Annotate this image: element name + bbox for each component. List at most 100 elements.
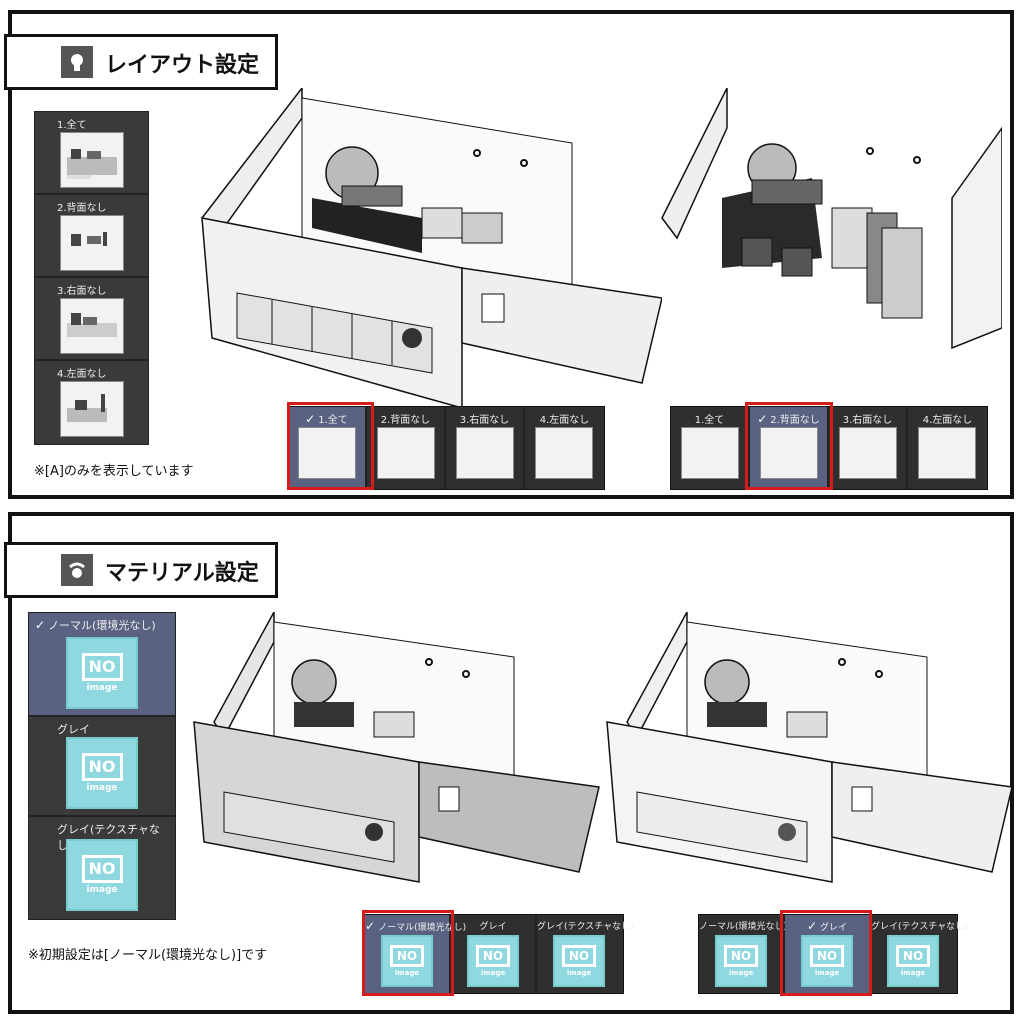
no-image-subtext: image [86,783,118,793]
no-image-subtext: image [480,969,506,977]
no-image-placeholder: NO image [887,935,939,987]
no-image-placeholder: NO image [715,935,767,987]
layout-thumbnail [60,298,124,354]
check-icon: ✓ [806,919,818,933]
layout-tab-no-back[interactable]: ✓2.背面なし [750,407,829,489]
layout-thumbnail [298,427,356,479]
material-option-gray[interactable]: グレイ NO image [29,717,175,817]
no-image-text: NO [561,945,597,967]
room-render-all-walls [192,85,663,409]
no-image-subtext: image [86,885,118,895]
material-settings-icon [61,554,93,586]
no-image-text: NO [389,945,425,967]
layout-thumbnail [839,427,897,479]
layout-header: レイアウト設定 [4,34,278,90]
layout-thumbnail [60,215,124,271]
layout-option-no-right[interactable]: 3.右面なし [35,278,148,361]
selection-highlight [287,402,374,490]
no-image-text: NO [81,653,123,681]
material-tab-gray-no-texture[interactable]: グレイ(テクスチャなし) NO image [871,915,968,993]
material-header: マテリアル設定 [4,542,278,598]
layout-option-label: 2.背面なし [57,203,107,214]
material-tab-label: グレイ [479,922,507,932]
material-option-label: グレイ [57,723,90,736]
selection-highlight [780,910,872,996]
room-render-gray [597,611,1017,892]
layout-tab-no-left[interactable]: 4.左面なし [525,407,604,489]
material-option-normal[interactable]: ✓ノーマル(環境光なし) NO image [29,613,175,717]
layout-thumbnail [60,132,124,188]
layout-tab-all[interactable]: ✓1.全て [288,407,367,489]
layout-thumbnail [918,427,976,479]
layout-tab-label: 4.左面なし [922,415,973,426]
layout-option-all[interactable]: 1.全て [35,112,148,195]
layout-tab-label: 3.右面なし [459,415,510,426]
no-image-placeholder: NO image [467,935,519,987]
layout-thumbnail [535,427,593,479]
layout-option-label: 3.右面なし [57,286,107,297]
layout-tab-label: 1.全て [318,415,348,426]
no-image-subtext: image [394,969,420,977]
selection-highlight [745,402,833,490]
layout-option-no-back[interactable]: 2.背面なし [35,195,148,278]
no-image-subtext: image [900,969,926,977]
material-title: マテリアル設定 [105,561,259,586]
no-image-text: NO [81,753,123,781]
layout-settings-icon [61,46,93,78]
layout-tab-label: 4.左面なし [539,415,590,426]
check-icon: ✓ [305,412,316,426]
material-tab-label: ノーマル(環境光なし) [699,922,788,932]
no-image-placeholder: NO image [66,637,138,709]
material-tab-label: ノーマル(環境光なし) [378,923,467,933]
no-image-placeholder: NO image [801,935,853,987]
no-image-subtext: image [728,969,754,977]
no-image-placeholder: NO image [553,935,605,987]
layout-tab-label: 2.背面なし [380,415,431,426]
layout-thumbnail [760,427,818,479]
layout-tab-label: 3.右面なし [842,415,893,426]
layout-thumbnail [377,427,435,479]
material-tab-label: グレイ [820,923,848,933]
no-image-placeholder: NO image [66,737,138,809]
layout-tab-no-right[interactable]: 3.右面なし [829,407,908,489]
no-image-placeholder: NO image [381,935,433,987]
material-tab-label: グレイ(テクスチャなし) [871,922,968,932]
material-panel: マテリアル設定 ✓ノーマル(環境光なし) NO image グレイ NO ima… [4,512,1017,1014]
no-image-text: NO [723,945,759,967]
layout-tab-no-right[interactable]: 3.右面なし [446,407,525,489]
material-tab-gray-no-texture[interactable]: グレイ(テクスチャなし) NO image [537,915,634,993]
material-tab-gray[interactable]: ✓グレイ NO image [785,915,871,993]
no-image-text: NO [475,945,511,967]
material-option-list: ✓ノーマル(環境光なし) NO image グレイ NO image グレイ(テ… [28,612,176,920]
layout-tab-no-left[interactable]: 4.左面なし [908,407,987,489]
material-tab-normal[interactable]: ✓ノーマル(環境光なし) NO image [365,915,466,993]
material-tab-label: グレイ(テクスチャなし) [537,922,634,932]
layout-tab-no-back[interactable]: 2.背面なし [367,407,446,489]
layout-option-label: 4.左面なし [57,369,107,380]
layout-panel: レイアウト設定 1.全て 2.背面なし 3.右面なし 4.左面なし [4,10,1014,499]
layout-title: レイアウト設定 [105,53,260,78]
check-icon: ✓ [35,618,46,632]
layout-tab-all[interactable]: 1.全て [671,407,750,489]
layout-toolbar-a: ✓1.全て 2.背面なし 3.右面なし 4.左面なし [287,406,605,490]
layout-tab-label: 2.背面なし [770,415,820,426]
no-image-text: NO [81,855,123,883]
material-option-gray-no-texture[interactable]: グレイ(テクスチャなし) NO image [29,817,175,919]
no-image-text: NO [809,945,845,967]
no-image-subtext: image [566,969,592,977]
selection-highlight [362,910,454,996]
no-image-subtext: image [814,969,840,977]
layout-tab-label: 1.全て [694,415,725,426]
layout-thumbnail [456,427,514,479]
no-image-placeholder: NO image [66,839,138,911]
layout-option-label: 1.全て [57,120,87,131]
material-toolbar-b: ノーマル(環境光なし) NO image ✓グレイ NO image グレイ(テ… [698,914,968,994]
material-tab-gray[interactable]: グレイ NO image [451,915,537,993]
room-render-no-back [652,87,1003,358]
material-option-label: ノーマル(環境光なし) [48,619,156,632]
check-icon: ✓ [365,919,376,933]
material-tab-normal[interactable]: ノーマル(環境光なし) NO image [699,915,788,993]
layout-option-no-left[interactable]: 4.左面なし [35,361,148,444]
layout-toolbar-b: 1.全て ✓2.背面なし 3.右面なし 4.左面なし [670,406,988,490]
no-image-subtext: image [86,683,118,693]
